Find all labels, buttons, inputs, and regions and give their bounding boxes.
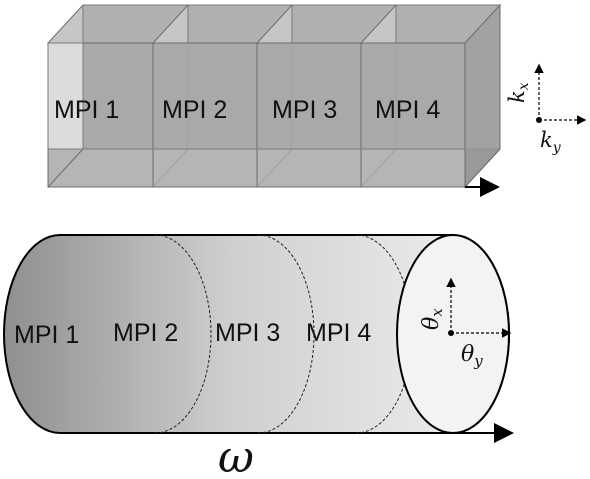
- theta-axes: θx θy: [419, 277, 512, 370]
- box-label-1: MPI 1: [54, 96, 119, 124]
- cylinder-label-4: MPI 4: [306, 319, 371, 347]
- kx-label: kx: [505, 82, 532, 103]
- box-mpi-4: [359, 3, 502, 189]
- ky-label: ky: [540, 128, 562, 156]
- bottom-cylinder-diagram: MPI 1 MPI 2 MPI 3 MPI 4 θx θy ω: [3, 234, 514, 479]
- cylinder-label-3: MPI 3: [215, 319, 280, 347]
- cylinder-label-1: MPI 1: [14, 321, 79, 349]
- top-box-diagram: MPI 1 MPI 2 MPI 3 MPI 4 kx ky: [46, 3, 587, 197]
- box-label-3: MPI 3: [272, 96, 337, 124]
- theta-y-label: θy: [461, 342, 483, 370]
- box-label-2: MPI 2: [162, 96, 227, 124]
- k-axes: kx ky: [505, 63, 587, 156]
- omega-label: ω: [218, 432, 254, 479]
- cylinder-label-2: MPI 2: [113, 319, 178, 347]
- theta-x-label: θx: [419, 308, 446, 330]
- box-label-4: MPI 4: [375, 96, 440, 124]
